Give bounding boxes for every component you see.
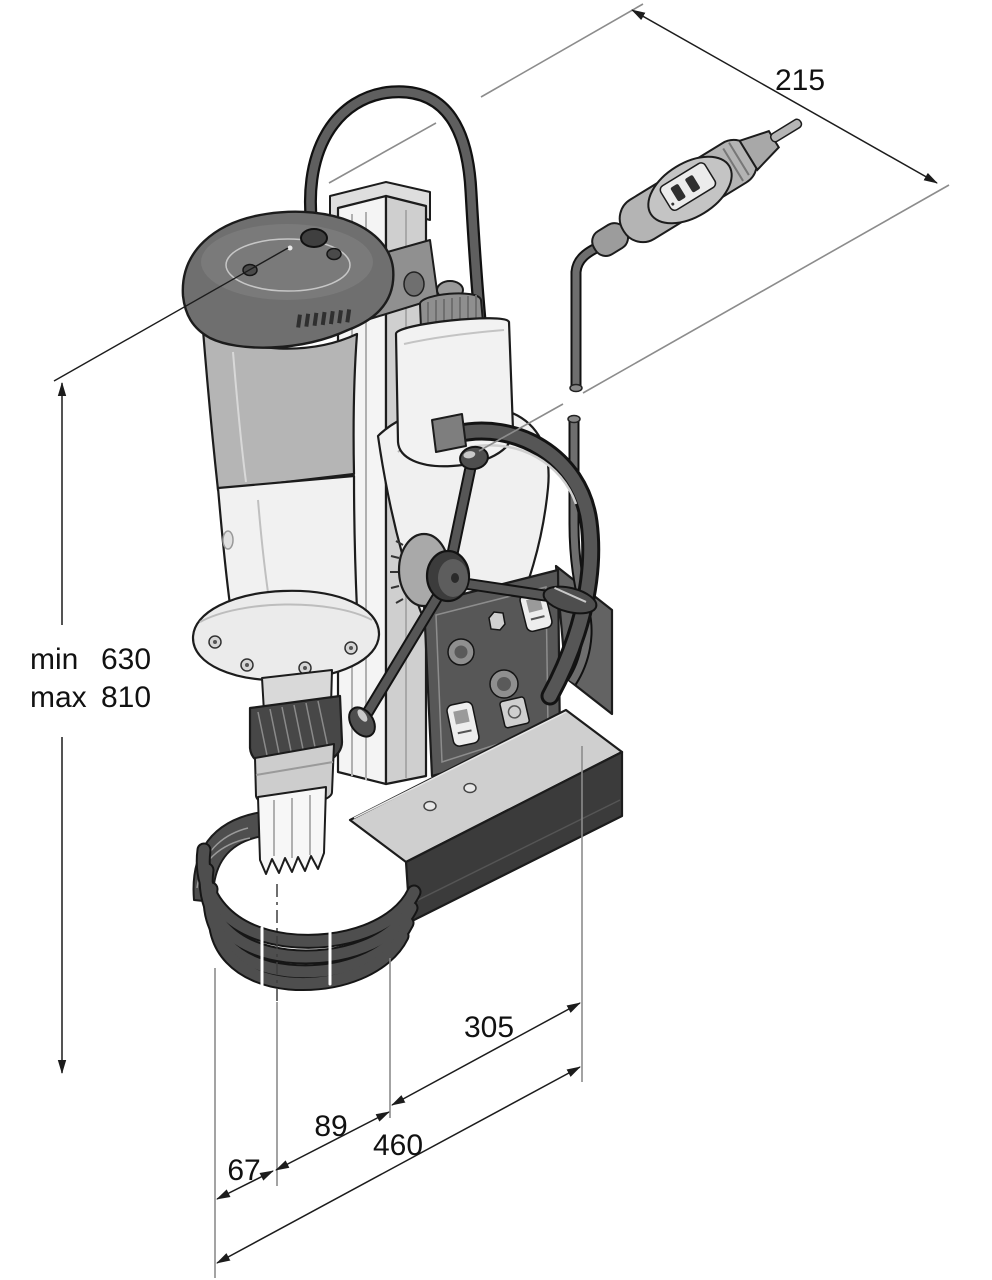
plug-connector [569, 118, 803, 393]
magnetic-base [348, 564, 624, 924]
label-height-min-value: 630 [101, 643, 151, 676]
label-89: 89 [314, 1110, 347, 1143]
cable-gland [300, 228, 328, 248]
hex-bolt [488, 611, 506, 631]
flange-screws [208, 635, 358, 675]
feed-handle[interactable] [344, 445, 599, 742]
magnet-switch[interactable] [446, 701, 480, 747]
extension-lines [214, 3, 950, 1278]
gearbox-flange [191, 589, 381, 682]
chip-guard-front [195, 842, 422, 992]
label-460: 460 [373, 1129, 423, 1162]
power-cable-arc [303, 85, 490, 353]
label-height-min: min [30, 643, 78, 676]
plug-pin [769, 118, 803, 143]
dim-line-460 [216, 1066, 581, 1264]
label-215: 215 [775, 64, 825, 97]
dim-line-215 [631, 9, 938, 184]
dimension-lines [53, 9, 938, 1264]
label-67: 67 [227, 1154, 260, 1187]
label-height-max-value: 810 [101, 681, 151, 714]
motor-unit [181, 210, 395, 875]
vent-slats [296, 309, 352, 328]
label-height-max: max [30, 681, 87, 714]
label-305: 305 [464, 1011, 514, 1044]
emblem-plate [499, 696, 530, 729]
leader-to-motor-cap [53, 247, 289, 382]
dimension-labels: 215 min 630 max 810 305 89 460 67 [30, 64, 825, 1187]
